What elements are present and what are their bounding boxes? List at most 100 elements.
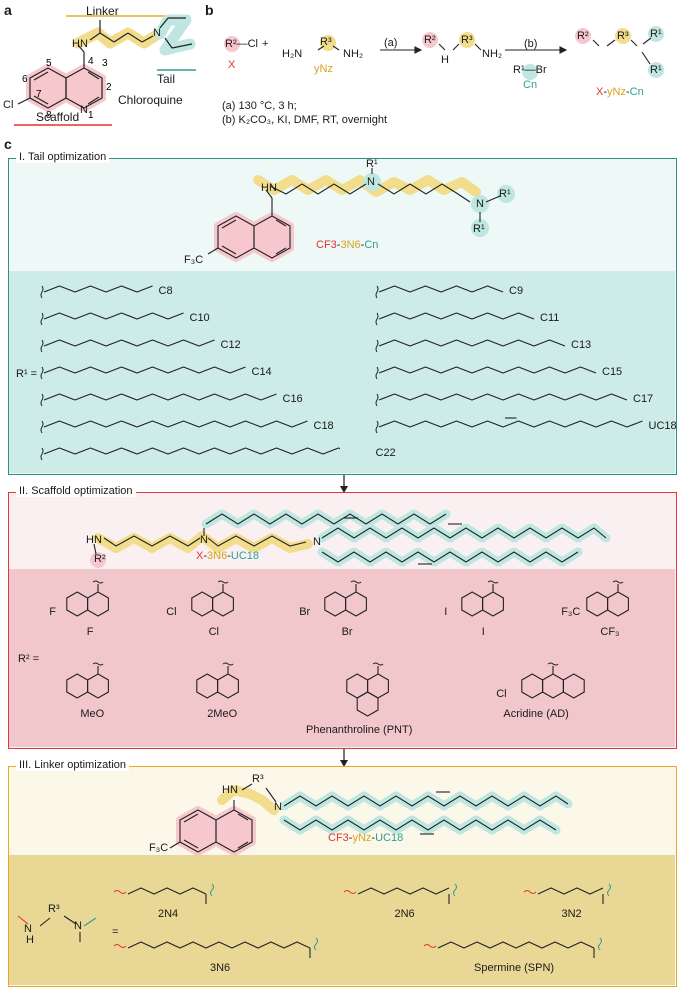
linker-n: N <box>274 801 282 813</box>
ring-number-3: 3 <box>102 58 108 69</box>
ring-number-5: 5 <box>46 58 52 69</box>
step-b-label: (b) <box>524 38 538 50</box>
scaffold-label: Scaffold <box>36 110 80 124</box>
panel-b-letter: b <box>205 2 214 18</box>
atom-n-tail: N <box>153 27 161 39</box>
chain-label-c12: C12 <box>220 339 241 351</box>
product-tag-cn: Cn <box>629 86 644 98</box>
linker-label-1: 2N6 <box>394 908 415 920</box>
atom-hn: HN <box>72 38 88 50</box>
scaffold-optimization-title: II. Scaffold optimization <box>16 485 136 497</box>
x-3n6-uc18-name: X-3N6-UC18 <box>196 550 259 562</box>
scaffold-name-x: X <box>196 550 204 562</box>
reagent-r1-br: R¹—Br <box>513 64 547 76</box>
chain-label-uc18: UC18 <box>648 420 677 432</box>
chain-c16 <box>40 393 277 407</box>
linker-2n4 <box>113 883 214 904</box>
linker-label-0: 2N4 <box>158 908 179 920</box>
chain-c17 <box>375 393 628 407</box>
linker-2n6 <box>343 883 457 904</box>
linker-highlight <box>72 27 161 49</box>
scaffold-optimization-box <box>8 492 677 749</box>
reagent-tag-cn: Cn <box>523 79 538 91</box>
cf3-n2: N <box>476 198 484 210</box>
scaffold-label-1: Cl <box>208 626 219 638</box>
x-3n6-uc18-structure <box>90 509 611 568</box>
general-equals: = <box>112 926 119 938</box>
product-r3: R³ <box>617 30 629 42</box>
cf3-ynz-uc18-structure <box>169 783 573 855</box>
atom-n-ring: N <box>80 104 88 116</box>
reactant-r3: R³ <box>320 36 332 48</box>
chain-label-c11: C11 <box>540 312 560 324</box>
chain-c11 <box>375 312 535 326</box>
linker-hn: HN <box>222 784 238 796</box>
chain-c10 <box>40 312 184 326</box>
scaffold-substituent-8: Cl <box>496 688 507 700</box>
chain-c22 <box>40 447 340 461</box>
chloroquine-name: Chloroquine <box>118 93 183 107</box>
scaffold-label-8: Acridine (AD) <box>503 708 569 720</box>
scaffold-name-c: UC18 <box>230 550 259 562</box>
chain-label-c13: C13 <box>571 339 592 351</box>
product-tag-x: X <box>596 86 604 98</box>
scaffold-2meo <box>196 662 239 699</box>
flow-arrow-2 <box>340 749 348 767</box>
cf3-r1-bottom: R¹ <box>473 223 485 235</box>
linker-spermine-spn- <box>423 937 602 958</box>
scaffold-n2: N <box>313 536 321 548</box>
linker-3n2 <box>523 883 611 904</box>
tail-chain-panel <box>9 271 675 473</box>
ring-number-7: 7 <box>36 89 42 100</box>
chain-label-c9: C9 <box>509 285 524 297</box>
intermediate-r2: R² <box>424 34 436 46</box>
product-r1-top: R¹ <box>650 28 662 40</box>
tail-optimization-title: I. Tail optimization <box>16 151 110 163</box>
cf3-name-y: 3N6 <box>340 239 361 251</box>
scaffold-label-0: F <box>86 626 94 638</box>
linker-f3c: F₃C <box>149 842 169 854</box>
chain-label-c8: C8 <box>158 285 173 297</box>
ring-number-2: 2 <box>106 82 112 93</box>
scaffold-substituent-4: F₃C <box>561 606 581 618</box>
reactant-h2n: H₂N <box>282 48 303 60</box>
product-r1-bottom: R¹ <box>650 64 662 76</box>
chain-c12 <box>40 339 215 353</box>
chain-label-c22: C22 <box>375 447 396 459</box>
alkyl-chains-left <box>40 285 340 461</box>
chain-c13 <box>375 339 566 353</box>
linker-name-y: yNz <box>352 832 372 844</box>
linker-panel <box>9 855 675 985</box>
linker-label-3: 3N6 <box>210 962 231 974</box>
condition-b: (b) K₂CO₃, KI, DMF, RT, overnight <box>222 114 388 126</box>
general-n-left: N <box>24 923 32 935</box>
general-h: H <box>26 934 34 946</box>
r1-equals-label: R¹ = <box>16 368 38 380</box>
linker-name-c: UC18 <box>375 832 404 844</box>
cf3-n1: N <box>367 176 375 188</box>
chain-label-c18: C18 <box>313 420 334 432</box>
plus-sign: + <box>262 38 269 50</box>
chain-c8 <box>40 285 153 299</box>
linker-label: Linker <box>86 4 119 18</box>
chain-label-c10: C10 <box>189 312 210 324</box>
reactant-nh2: NH₂ <box>343 48 364 60</box>
ring-number-1: 1 <box>88 110 94 121</box>
ring-number-6: 6 <box>22 74 28 85</box>
condition-a: (a) 130 °C, 3 h; <box>222 100 297 112</box>
ring-number-4: 4 <box>88 56 94 67</box>
flow-arrow-1 <box>340 475 348 493</box>
scaffold-acridine-ad- <box>521 662 585 699</box>
scaffold-substituent-1: Cl <box>166 606 177 618</box>
scaffold-label-5: MeO <box>80 708 105 720</box>
atom-cl: Cl <box>3 99 14 111</box>
scaffold-phenanthroline-pnt- <box>346 662 389 717</box>
general-linker-formula <box>17 915 97 942</box>
linker-label-4: Spermine (SPN) <box>474 962 555 974</box>
scaffold-substituent-2: Br <box>299 606 311 618</box>
chain-uc18 <box>375 417 643 434</box>
scaffold-substituent-0: F <box>49 606 56 618</box>
cf3-name-x: CF3 <box>316 239 337 251</box>
chain-label-c17: C17 <box>633 393 654 405</box>
linker-optimization-title: III. Linker optimization <box>16 759 129 771</box>
